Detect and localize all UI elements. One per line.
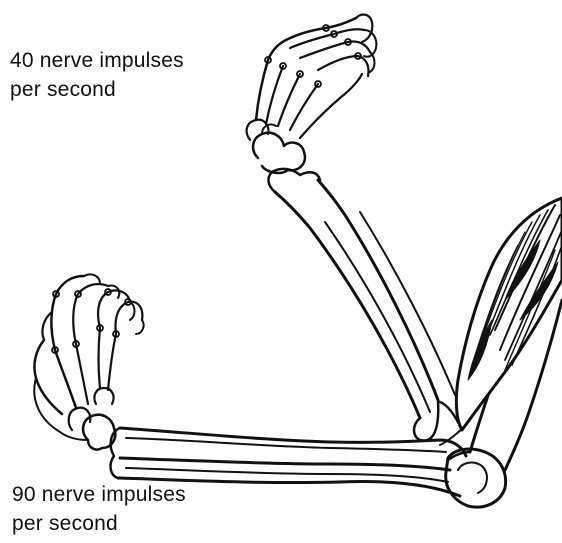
impulse-label-bottom: 90 nerve impulses per second: [12, 480, 186, 538]
impulse-label-top-line2: per second: [10, 75, 184, 104]
biceps-muscle: [440, 198, 562, 445]
impulse-label-bottom-line1: 90 nerve impulses: [12, 480, 186, 509]
impulse-label-top: 40 nerve impulses per second: [10, 46, 184, 104]
raised-hand: [247, 15, 377, 173]
impulse-label-top-line1: 40 nerve impulses: [10, 46, 184, 75]
raised-forearm: [268, 169, 455, 441]
lower-hand: [34, 274, 143, 449]
impulse-label-bottom-line2: per second: [12, 509, 186, 538]
